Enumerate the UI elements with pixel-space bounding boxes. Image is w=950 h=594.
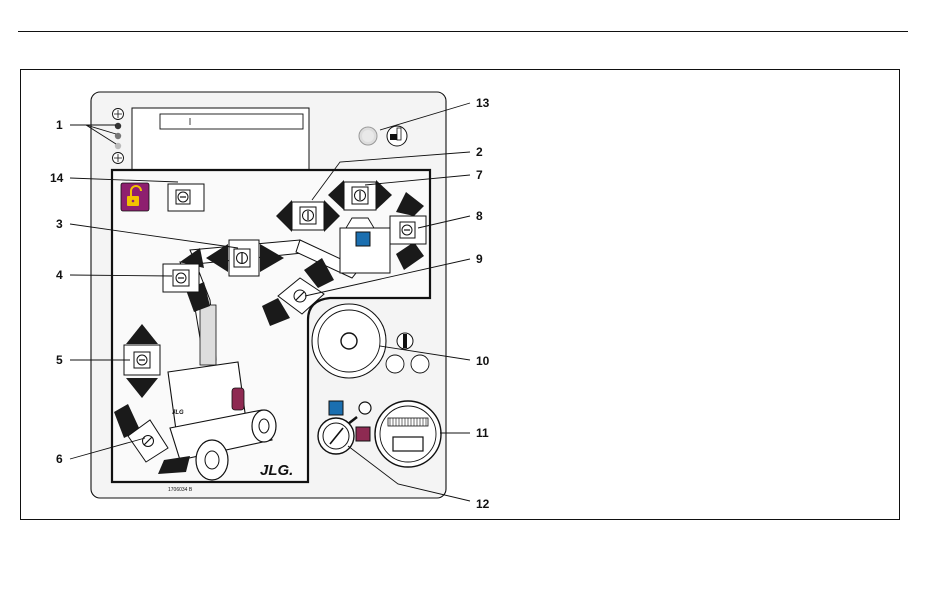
maroon-status-square (356, 427, 370, 441)
brand-logo: JLG. (260, 462, 293, 479)
key-icon (397, 333, 413, 349)
callout-2: 2 (476, 145, 483, 159)
callout-9: 9 (476, 252, 483, 266)
callout-8: 8 (476, 209, 483, 223)
key-switch-knob[interactable] (312, 304, 386, 378)
callout-5: 5 (56, 353, 63, 367)
blue-indicator-square (356, 232, 370, 246)
callout-13: 13 (476, 96, 490, 110)
callout-11: 11 (476, 426, 489, 440)
callout-4: 4 (56, 268, 63, 282)
hour-meter (375, 401, 441, 467)
horn-icon (387, 126, 407, 146)
callout-1: 1 (56, 118, 63, 132)
pressure-gauge (318, 418, 354, 454)
callout-6: 6 (56, 452, 63, 466)
part-number: 1706034 B (168, 487, 193, 493)
turntable-decal (232, 388, 244, 410)
callout-14: 14 (50, 171, 64, 185)
round-indicator (359, 402, 371, 414)
blank-plug-right (411, 355, 429, 373)
blue-status-square (329, 401, 343, 415)
callout-12: 12 (476, 497, 490, 511)
decal-logo: JLG (172, 410, 184, 416)
callout-10: 10 (476, 354, 490, 368)
callout-3: 3 (56, 217, 63, 231)
display-slot (160, 114, 303, 129)
blank-plug-left (386, 355, 404, 373)
callout-7: 7 (476, 168, 483, 182)
